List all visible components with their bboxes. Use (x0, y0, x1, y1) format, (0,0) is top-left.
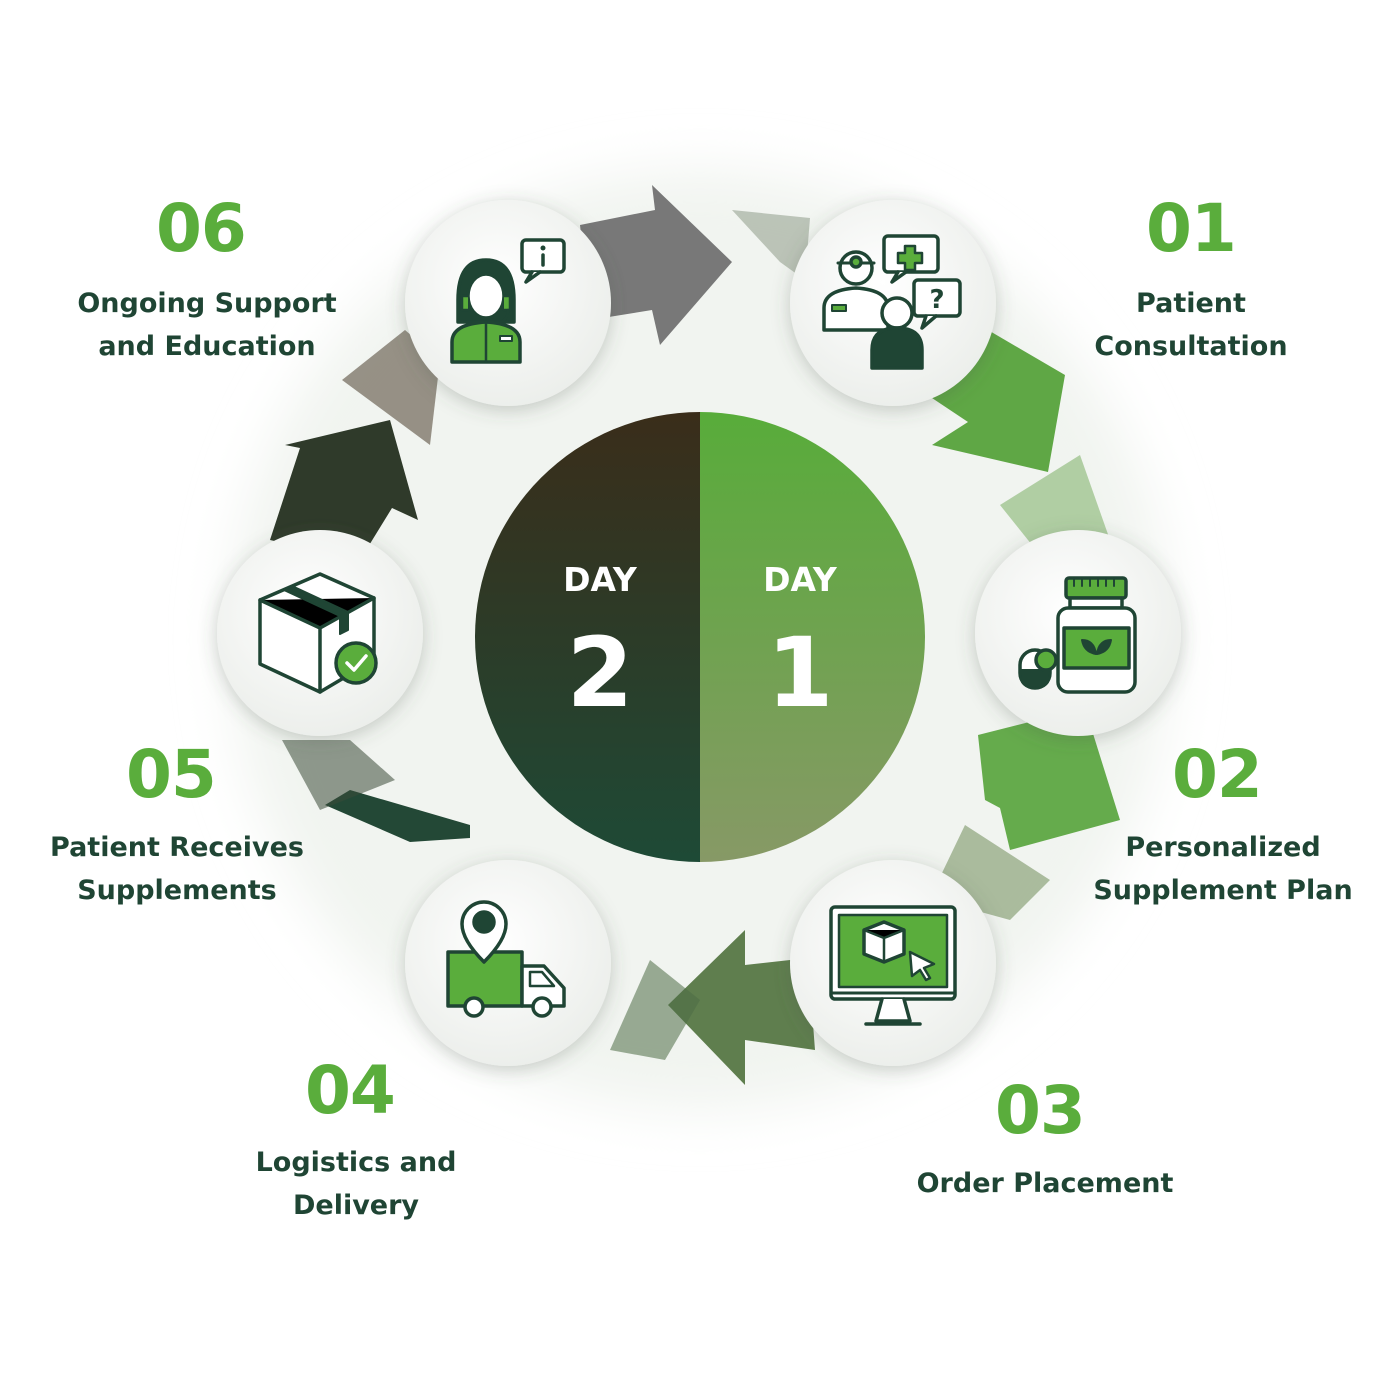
step-03-label-line-1: Order Placement (916, 1168, 1174, 1199)
step-04-label-line-1: Logistics and (255, 1147, 457, 1178)
online-order-monitor-icon (829, 905, 957, 1026)
supplement-bottle-icon (1018, 576, 1137, 694)
doctor-consultation-icon: ? (822, 234, 962, 370)
package-received-icon (258, 572, 378, 694)
step-01-label-line-1: Patient (1136, 288, 1246, 319)
support-agent-icon (450, 238, 566, 364)
step-02-label-line-2: Supplement Plan (1093, 875, 1353, 906)
day-1-half (700, 412, 925, 862)
step-06-label-line-1: Ongoing Support (77, 288, 337, 319)
day-2-label: DAY (563, 560, 637, 599)
arrow-wedge-1 (732, 210, 810, 280)
step-03-number: 03 (995, 1072, 1086, 1149)
step-04-label-line-2: Delivery (292, 1190, 420, 1221)
arrow-wedge-5 (282, 740, 395, 810)
arrow-06-to-01 (580, 185, 732, 345)
step-06-label: Ongoing Support and Education (54, 282, 360, 368)
day-2-half (475, 412, 700, 862)
step-05-label-line-2: Supplements (77, 875, 277, 906)
step-01-label: Patient Consultation (1060, 282, 1322, 368)
step-04-label: Logistics and Delivery (228, 1141, 484, 1227)
delivery-truck-icon (446, 900, 566, 1018)
arrow-05-to-06 (270, 420, 418, 560)
day-1-number: 1 (766, 617, 834, 729)
step-01-label-line-2: Consultation (1094, 331, 1288, 362)
arrow-wedge-4 (610, 960, 700, 1060)
arrow-04-to-05 (325, 790, 470, 918)
step-05-label-line-1: Patient Receives (50, 832, 304, 863)
step-04-number: 04 (305, 1052, 396, 1129)
center-day-circle (475, 412, 925, 862)
arrow-02-to-03 (978, 708, 1120, 850)
arrow-wedge-6 (342, 330, 440, 445)
step-02-label-line-1: Personalized (1125, 832, 1321, 863)
step-05-number: 05 (126, 736, 217, 813)
step-01-number: 01 (1146, 190, 1237, 267)
arrow-wedge-2 (1000, 455, 1110, 555)
step-02-label: Personalized Supplement Plan (1078, 826, 1368, 912)
arrow-03-to-04 (668, 930, 815, 1085)
svg-text:?: ? (929, 285, 944, 315)
step-05-label: Patient Receives Supplements (30, 826, 324, 912)
day-1-label: DAY (763, 560, 837, 599)
step-06-number: 06 (156, 190, 247, 267)
step-06-label-line-2: and Education (98, 331, 316, 362)
step-03-label: Order Placement (900, 1162, 1190, 1205)
day-2-number: 2 (566, 617, 634, 729)
step-02-number: 02 (1172, 736, 1263, 813)
